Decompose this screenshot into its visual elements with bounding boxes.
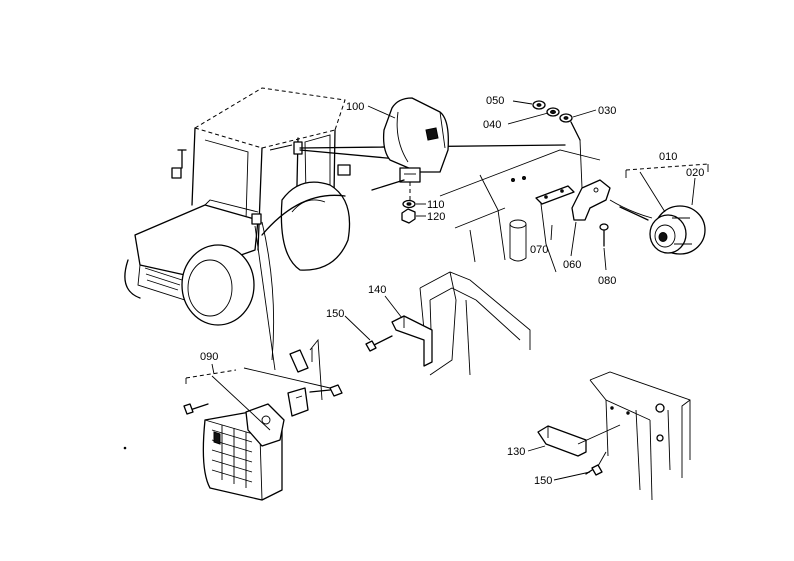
label-030: 030 <box>598 105 616 117</box>
bracket-130: 130 <box>507 424 621 458</box>
bolt-150-upper: 150 <box>326 308 393 352</box>
work-lamp-100: 100 <box>346 97 449 200</box>
label-050: 050 <box>486 95 504 107</box>
tractor-illustration <box>124 87 566 371</box>
label-070: 070 <box>530 244 548 256</box>
label-150-lower: 150 <box>534 475 552 487</box>
label-110: 110 <box>427 199 445 211</box>
label-100: 100 <box>346 101 364 113</box>
washer-nut-110-120: 110 120 <box>401 199 445 224</box>
horn-010-020 <box>609 199 706 255</box>
bolt-150-lower: 150 <box>534 451 607 487</box>
label-150-upper: 150 <box>326 308 344 320</box>
washers-030-040-050 <box>507 100 597 141</box>
label-130: 130 <box>507 446 525 458</box>
bolt-080 <box>599 223 609 247</box>
label-140: 140 <box>368 284 386 296</box>
label-010: 010 <box>659 151 677 163</box>
label-080: 080 <box>598 275 616 287</box>
chassis-frame-upper <box>439 139 601 273</box>
front-lamp-090: 090 <box>183 338 343 501</box>
horn-labels: 050 040 030 010 020 070 060 080 <box>483 95 709 287</box>
plate-070 <box>535 185 575 205</box>
frame-mid <box>419 271 531 376</box>
horn-bracket-060 <box>571 179 611 221</box>
speck <box>123 446 127 450</box>
label-090: 090 <box>200 351 218 363</box>
bracket-140: 140 <box>368 284 433 367</box>
label-120: 120 <box>427 211 445 223</box>
label-060: 060 <box>563 259 581 271</box>
label-040: 040 <box>483 119 501 131</box>
label-020: 020 <box>686 167 704 179</box>
frame-lower-right <box>589 371 691 501</box>
